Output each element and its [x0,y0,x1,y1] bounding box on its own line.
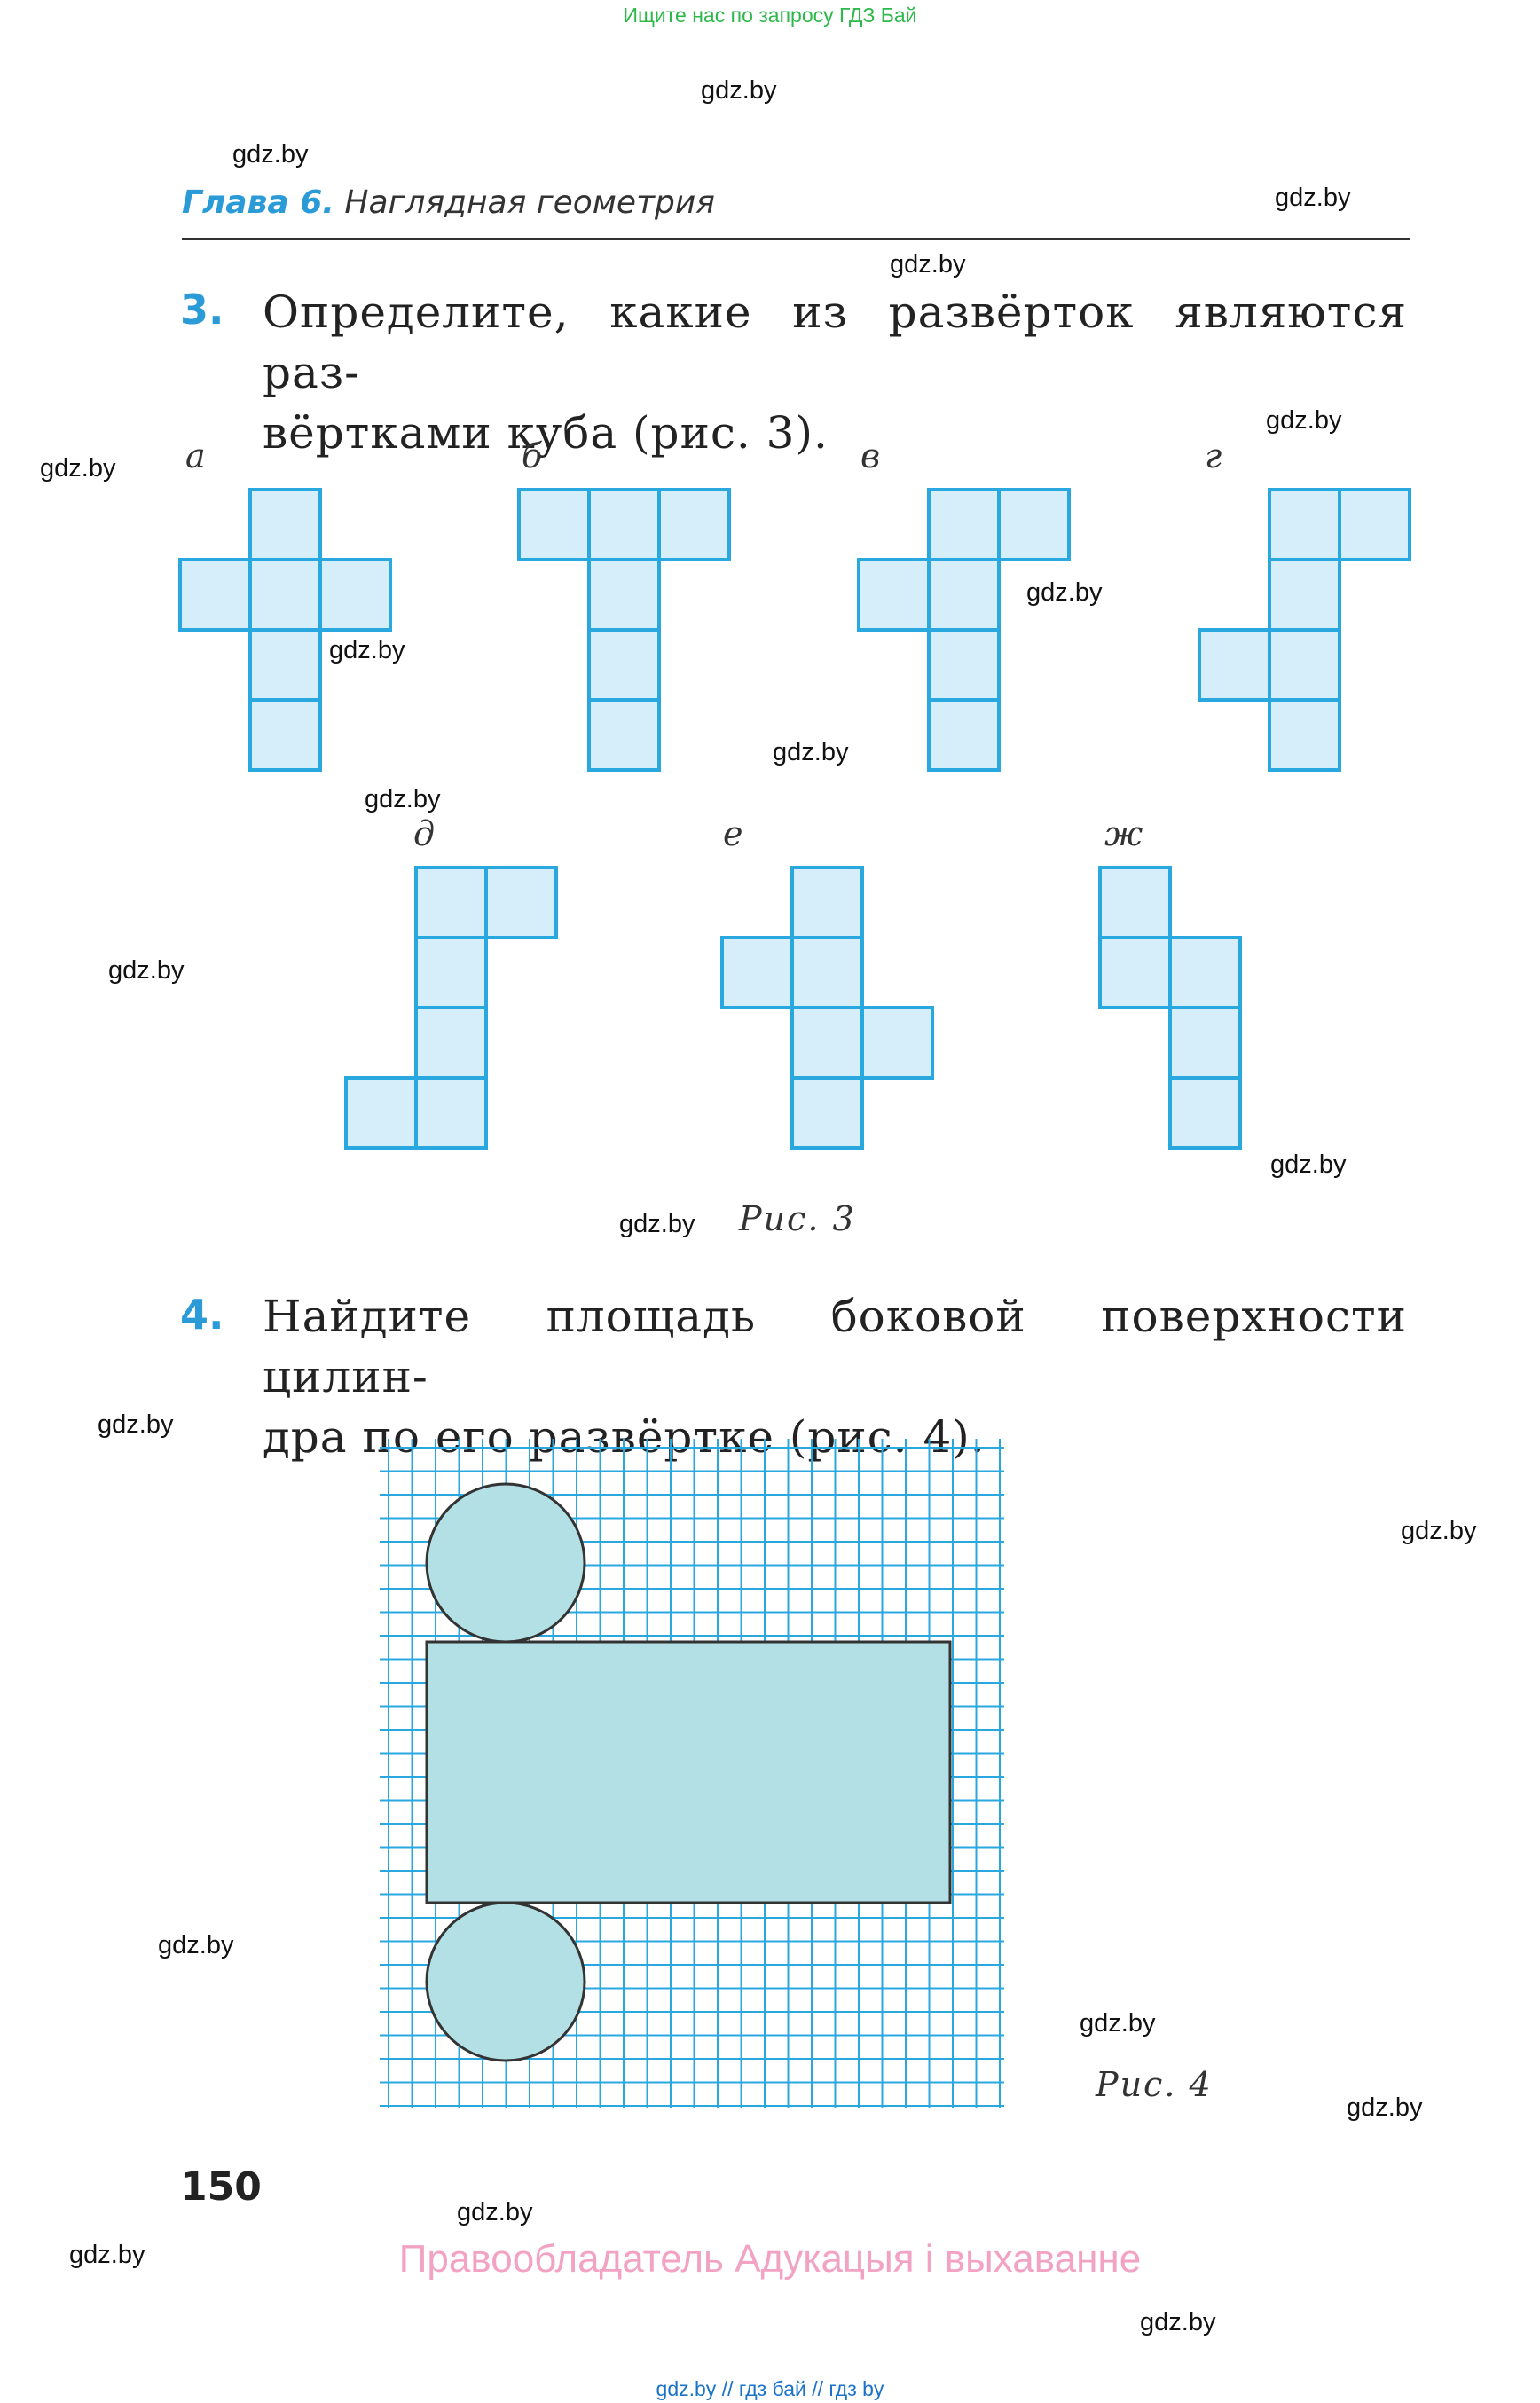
net-square [1098,936,1172,1009]
cube-net-v [857,488,1071,772]
watermark: gdz.by [1270,1150,1347,1179]
task-3-text: Определите, какие из развёрток являются … [263,282,1407,463]
net-square [1268,558,1341,632]
cube-net-b [517,488,731,772]
watermark: gdz.by [701,76,777,105]
net-square [860,1006,934,1080]
net-square [344,1076,418,1150]
net-square [248,698,322,772]
task-3-number: 3. [180,286,224,334]
net-label-e: е [723,814,743,853]
net-label-a: а [185,436,206,475]
watermark: gdz.by [108,956,185,985]
net-square [248,558,322,632]
watermark: gdz.by [232,140,309,169]
cube-net-e [720,866,934,1150]
watermark: gdz.by [1266,406,1342,435]
watermark: gdz.by [69,2241,145,2269]
watermark: gdz.by [158,1931,234,1959]
net-square [857,558,931,632]
net-square [1168,1006,1242,1080]
net-square [790,1006,864,1080]
watermark: gdz.by [329,636,405,664]
cylinder-bottom-base [425,1901,586,2062]
net-square [318,558,392,632]
figure-3-caption: Рис. 3 [739,1199,856,1238]
net-square [1098,866,1172,939]
chapter-heading: Глава 6. Наглядная геометрия [182,185,715,221]
net-square [997,488,1071,561]
cylinder-top-base [425,1482,586,1644]
net-square [1198,628,1271,702]
watermark: gdz.by [98,1410,174,1439]
net-label-v: в [860,436,881,475]
net-square [790,1076,864,1150]
page-number: 150 [180,2164,262,2210]
watermark: gdz.by [890,250,966,279]
watermark: gdz.by [1347,2093,1423,2122]
header-divider [182,238,1410,240]
net-square [178,558,252,632]
net-square [414,1006,488,1080]
watermark: gdz.by [1140,2308,1216,2336]
net-square [517,488,591,561]
figure-4-caption: Рис. 4 [1096,2065,1213,2104]
watermark: gdz.by [457,2198,533,2226]
net-label-g: г [1205,436,1222,475]
net-square [927,698,1001,772]
watermark: gdz.by [619,1210,695,1238]
top-banner[interactable]: Ищите нас по запросу ГДЗ Бай [623,4,917,27]
net-square [1268,488,1341,561]
cylinder-net-figure [380,1439,1004,2108]
net-square [1168,936,1242,1009]
watermark: gdz.by [1275,184,1351,212]
net-square [790,866,864,939]
watermark: gdz.by [1026,578,1103,607]
cube-net-a [178,488,392,772]
task-4-line: Найдите площадь боковой поверхности цили… [263,1291,1407,1402]
net-square [587,558,661,632]
net-label-b: б [522,436,543,475]
cube-net-d [344,866,558,1150]
task-4-number: 4. [180,1291,224,1339]
net-label-d: д [413,814,436,853]
watermark: gdz.by [773,738,849,766]
net-square [927,488,1001,561]
net-square [248,628,322,702]
net-square [587,698,661,772]
watermark: gdz.by [1080,2009,1156,2038]
net-square [414,936,488,1009]
net-square [414,1076,488,1150]
net-square [414,866,488,939]
watermark: gdz.by [40,454,116,483]
watermark: gdz.by [1401,1517,1477,1545]
cube-net-g [1198,488,1411,772]
net-square [1268,698,1341,772]
net-square [1338,488,1411,561]
net-square [657,488,731,561]
net-square [587,628,661,702]
cube-net-zh [1098,866,1242,1150]
chapter-title: Наглядная геометрия [344,185,715,221]
net-square [1168,1076,1242,1150]
net-label-zh: ж [1104,814,1143,853]
net-square [790,936,864,1009]
net-square [248,488,322,561]
net-square [587,488,661,561]
net-square [484,866,558,939]
task-3-line: вёртками куба (рис. 3). [263,407,829,459]
copyright-notice: Правообладатель Адукацыя і выхаванне [398,2237,1142,2281]
net-square [927,558,1001,632]
net-square [927,628,1001,702]
net-square [720,936,794,1009]
bottom-links[interactable]: gdz.by // гдз бай // гдз by [656,2377,884,2400]
cube-nets-figure [178,488,1411,1150]
cylinder-lateral-surface [425,1640,952,1904]
watermark: gdz.by [365,785,441,813]
chapter-number: Глава 6. [182,185,334,221]
net-square [1268,628,1341,702]
task-3-line: Определите, какие из развёрток являются … [263,287,1407,398]
